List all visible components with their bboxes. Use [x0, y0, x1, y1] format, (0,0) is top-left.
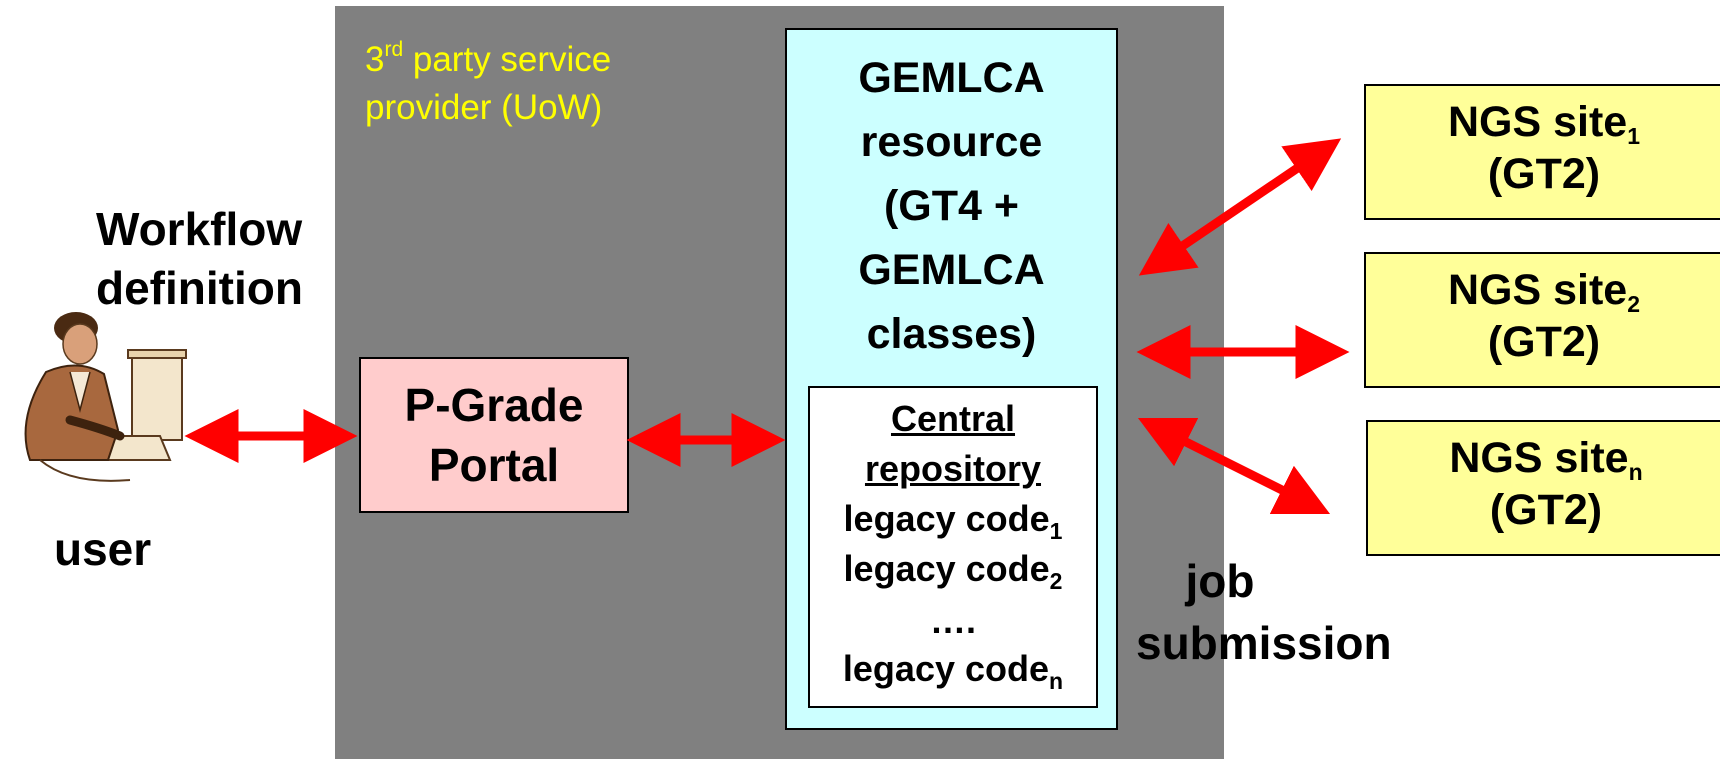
ngs-site-box: NGS site2 (GT2) [1364, 252, 1720, 388]
ngs-site-box: NGS siten (GT2) [1366, 420, 1720, 556]
job-submission-label: job [1185, 555, 1255, 607]
central-repository-box: Central repository legacy code1 legacy c… [808, 386, 1098, 708]
legacy-code-item: legacy code2 [843, 548, 1063, 594]
person-body-icon [24, 364, 120, 461]
legacy-code-ellipsis: …. [929, 600, 976, 641]
p-grade-portal-box: P-Grade Portal [359, 357, 629, 513]
service-provider-label: 3rd party service provider (UoW) [365, 38, 612, 127]
gemlca-site1-arrow [1138, 138, 1342, 276]
p-grade-portal-title: P-Grade Portal [404, 379, 584, 491]
ngs-site-label: NGS site2 (GT2) [1447, 266, 1641, 366]
monitor-top-icon [127, 349, 187, 359]
central-repository-title: Central repository [864, 398, 1042, 489]
job-submission-label: submission [1136, 617, 1392, 669]
ngs-site-label: NGS siten (GT2) [1449, 434, 1643, 534]
person-arm-icon [65, 415, 125, 441]
shirt-collar-icon [69, 371, 91, 413]
person-head-icon [62, 323, 98, 365]
ngs-site-box: NGS site1 (GT2) [1364, 84, 1720, 220]
desk-icon [39, 459, 131, 482]
legacy-code-item: legacy code1 [843, 498, 1063, 544]
user-at-computer-icon [24, 312, 187, 482]
gemlca-resource-title: GEMLCA resource (GT4 + GEMLCA classes) [858, 54, 1045, 358]
legacy-code-item: legacy coden [842, 648, 1064, 694]
gemlca-siten-arrow [1137, 417, 1331, 515]
user-label: user [54, 523, 152, 575]
ngs-site-label: NGS site1 (GT2) [1447, 98, 1641, 198]
workflow-definition-label: Workflow definition [96, 203, 303, 314]
